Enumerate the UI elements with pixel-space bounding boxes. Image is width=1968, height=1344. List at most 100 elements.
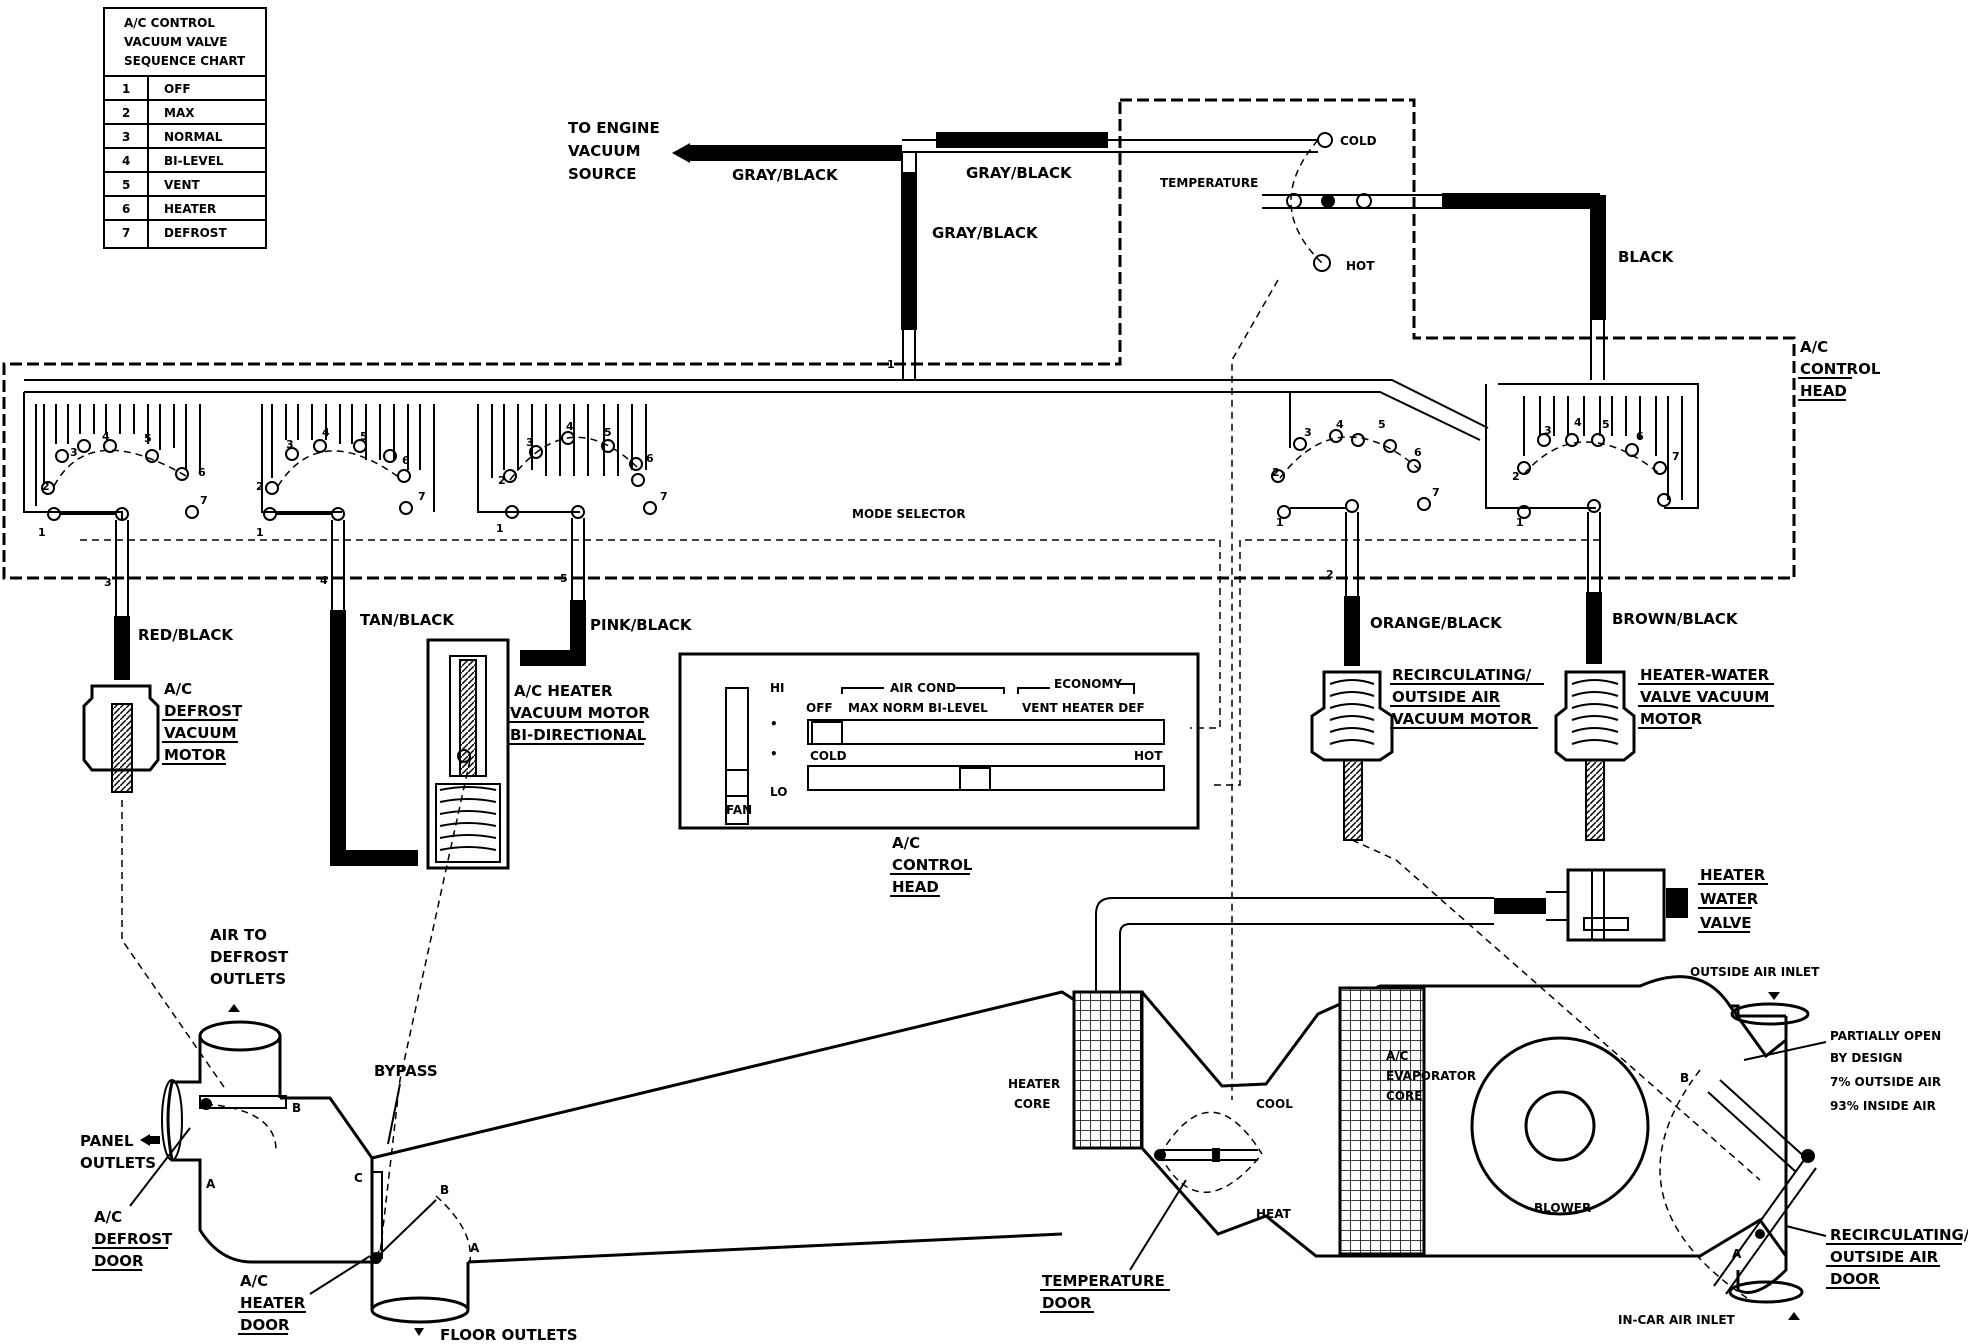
control-head-enclosure: A/C CONTROL HEAD [2, 98, 1881, 580]
floor-outlets-label: FLOOR OUTLETS [440, 1326, 578, 1344]
air-to-defrost-1: AIR TO [210, 926, 267, 944]
svg-text:5: 5 [560, 572, 568, 585]
svg-text:3: 3 [1544, 424, 1552, 437]
recirc-door-3: DOOR [1830, 1270, 1880, 1288]
svg-text:2: 2 [256, 480, 264, 493]
valve-block-5: 2 3 4 5 6 7 1 [1485, 383, 1699, 664]
svg-text:6: 6 [198, 466, 206, 479]
svg-text:B: B [1680, 1071, 1689, 1085]
hot-label: HOT [1346, 259, 1375, 273]
temperature-door-1: TEMPERATURE [1042, 1272, 1165, 1290]
chart-title-line2: VACUUM VALVE [124, 35, 227, 49]
mode-selector-label: MODE SELECTOR [852, 507, 966, 521]
mode-slider-track[interactable] [807, 719, 1165, 745]
svg-text:3: 3 [286, 438, 294, 451]
heater-core-2: CORE [1014, 1097, 1050, 1111]
svg-text:7: 7 [1432, 486, 1440, 499]
panel-caption-3: HEAD [892, 878, 939, 896]
evaporator-2: EVAPORATOR [1386, 1069, 1476, 1083]
valve-block-4: 2 3 4 5 6 7 1 2 [1271, 392, 1440, 666]
gray-black-label-right: GRAY/BLACK [966, 164, 1073, 182]
defrost-motor-label-4: MOTOR [164, 746, 227, 764]
hose-labels: RED/BLACK TAN/BLACK PINK/BLACK ORANGE/BL… [138, 610, 1739, 644]
svg-text:1: 1 [496, 522, 504, 535]
svg-text:2: 2 [42, 480, 50, 493]
fan-hi-label: HI [770, 681, 785, 695]
panel-outlets-2: OUTLETS [80, 1154, 156, 1172]
svg-text:5: 5 [144, 432, 152, 445]
recirc-door-1: RECIRCULATING/ [1830, 1226, 1968, 1244]
valve-block-1: 2 3 4 5 6 7 1 3 [23, 392, 208, 680]
defrost-motor-label-1: A/C [164, 680, 192, 698]
water-valve-vacuum-motor: HEATER-WATER VALVE VACUUM MOTOR [1554, 666, 1774, 841]
svg-text:6: 6 [646, 452, 654, 465]
source-label-3: SOURCE [568, 165, 637, 183]
svg-text:A: A [1732, 1247, 1742, 1261]
orange-black-label: ORANGE/BLACK [1370, 614, 1503, 632]
partially-open-2: BY DESIGN [1830, 1051, 1903, 1065]
control-head-panel: HI • • LO FAN AIR COND ECONOMY OFF MAX N… [678, 652, 1200, 897]
water-motor-label-3: MOTOR [1640, 710, 1703, 728]
cold-port-icon [1317, 132, 1333, 148]
svg-text:7: 7 [1672, 450, 1680, 463]
partially-open-4: 93% INSIDE AIR [1830, 1099, 1936, 1113]
partially-open-3: 7% OUTSIDE AIR [1830, 1075, 1941, 1089]
in-car-air-inlet-label: IN-CAR AIR INLET [1618, 1313, 1736, 1327]
air-cond-label: AIR COND [890, 681, 956, 695]
off-label: OFF [806, 701, 833, 715]
mode-labels-economy: VENT HEATER DEF [1022, 701, 1145, 715]
temp-cold-label: COLD [810, 749, 847, 763]
panel-outlets-1: PANEL [80, 1132, 134, 1150]
svg-text:7: 7 [660, 490, 668, 503]
chart-row-label: DEFROST [164, 226, 227, 240]
left-arrow-icon [140, 1134, 150, 1146]
svg-text:3: 3 [526, 436, 534, 449]
chart-row-label: HEATER [164, 202, 216, 216]
heater-motor-label-2: VACUUM MOTOR [510, 704, 650, 722]
svg-text:7: 7 [418, 490, 426, 503]
chart-row-num: 7 [122, 226, 130, 240]
chart-row-num: 4 [122, 154, 130, 168]
in-car-arrow-icon [1788, 1312, 1800, 1320]
svg-text:6: 6 [1636, 430, 1644, 443]
defrost-vacuum-motor: A/C DEFROST VACUUM MOTOR [82, 680, 243, 793]
svg-text:6: 6 [1414, 446, 1422, 459]
economy-label: ECONOMY [1054, 677, 1122, 691]
evaporator-3: CORE [1386, 1089, 1422, 1103]
chart-row-label: BI-LEVEL [164, 154, 224, 168]
temperature-slider-knob[interactable] [959, 767, 991, 791]
svg-text:4: 4 [320, 574, 328, 587]
heater-door-2: HEATER [240, 1294, 306, 1312]
water-motor-label-1: HEATER-WATER [1640, 666, 1770, 684]
outside-air-inlet-label: OUTSIDE AIR INLET [1690, 965, 1820, 979]
svg-text:2: 2 [1512, 470, 1520, 483]
port-number: 1 [887, 358, 895, 371]
defrost-motor-label-3: VACUUM [164, 724, 237, 742]
heater-door-3: DOOR [240, 1316, 290, 1334]
blower-label: BLOWER [1534, 1201, 1591, 1215]
valve-block-2: 2 3 4 5 6 7 1 4 [256, 404, 435, 866]
recirc-motor-label-3: VACUUM MOTOR [1392, 710, 1532, 728]
svg-text:C: C [354, 1171, 363, 1185]
air-to-defrost-3: OUTLETS [210, 970, 286, 988]
defrost-motor-label-2: DEFROST [164, 702, 243, 720]
sequence-chart: A/C CONTROL VACUUM VALVE SEQUENCE CHART … [103, 7, 267, 249]
up-arrow-icon [228, 1004, 240, 1012]
svg-text:5: 5 [360, 430, 368, 443]
hot-port-icon [1313, 254, 1331, 272]
svg-text:6: 6 [402, 454, 410, 467]
source-label-1: TO ENGINE [568, 119, 660, 137]
chart-row-num: 1 [122, 82, 130, 96]
heater-motor-label-3: BI-DIRECTIONAL [510, 726, 647, 744]
panel-caption-1: A/C [892, 834, 920, 852]
control-head-label-3: HEAD [1800, 382, 1847, 400]
mode-slider-knob[interactable] [811, 721, 843, 745]
defrost-door-2: DEFROST [94, 1230, 173, 1248]
svg-text:4: 4 [1574, 416, 1582, 429]
fan-slider-track[interactable] [725, 687, 749, 825]
defrost-door-3: DOOR [94, 1252, 144, 1270]
svg-text:3: 3 [104, 576, 112, 589]
chart-row-num: 5 [122, 178, 130, 192]
fan-slider-knob[interactable] [725, 769, 749, 797]
mode-selector-manifold: MODE SELECTOR [24, 379, 1600, 786]
